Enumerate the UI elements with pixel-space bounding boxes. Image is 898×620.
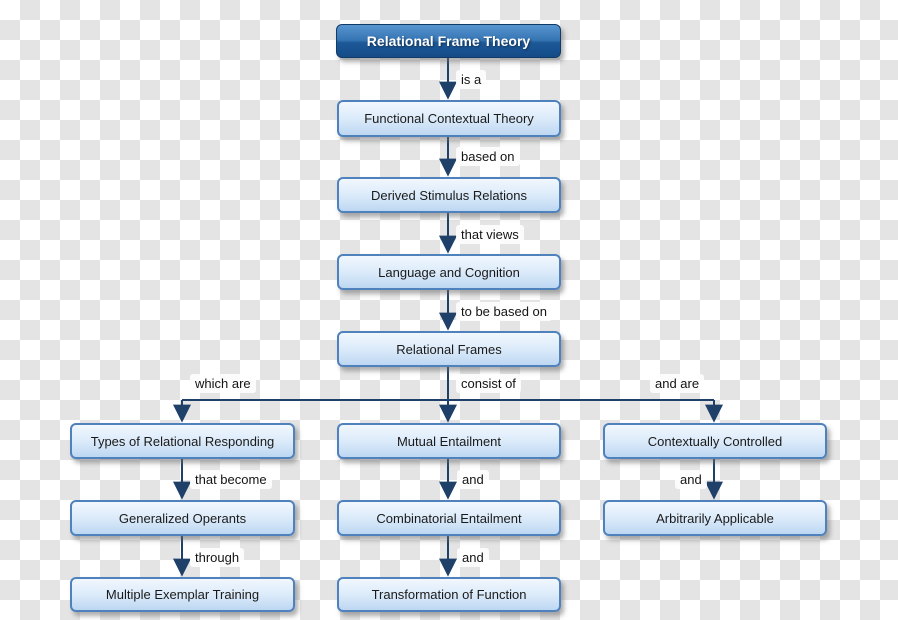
node-types-of-relational-responding: Types of Relational Responding xyxy=(70,423,295,459)
node-combinatorial-entailment: Combinatorial Entailment xyxy=(337,500,561,536)
node-relational-frame-theory: Relational Frame Theory xyxy=(336,24,561,58)
edge-label-which-are: which are xyxy=(190,374,256,393)
edge-label-and-middle-1: and xyxy=(457,470,489,489)
node-functional-contextual-theory: Functional Contextual Theory xyxy=(337,100,561,137)
edge-label-consist-of: consist of xyxy=(456,374,521,393)
edge-label-based-on: based on xyxy=(456,147,520,166)
edge-label-through: through xyxy=(190,548,245,567)
edge-label-and-middle-2: and xyxy=(457,548,489,567)
node-generalized-operants: Generalized Operants xyxy=(70,500,295,536)
edge-label-to-be-based-on: to be based on xyxy=(456,302,553,321)
edge-label-and-are: and are xyxy=(650,374,705,393)
edge-label-and-right: and xyxy=(675,470,707,489)
node-relational-frames: Relational Frames xyxy=(337,331,561,367)
node-multiple-exemplar-training: Multiple Exemplar Training xyxy=(70,577,295,612)
node-mutual-entailment: Mutual Entailment xyxy=(337,423,561,459)
node-arbitrarily-applicable: Arbitrarily Applicable xyxy=(603,500,827,536)
edge-label-is-a: is a xyxy=(456,70,487,89)
node-contextually-controlled: Contextually Controlled xyxy=(603,423,827,459)
node-transformation-of-function: Transformation of Function xyxy=(337,577,561,612)
edge-label-that-become: that become xyxy=(190,470,272,489)
edge-label-that-views: that views xyxy=(456,225,524,244)
node-derived-stimulus-relations: Derived Stimulus Relations xyxy=(337,177,561,213)
node-language-and-cognition: Language and Cognition xyxy=(337,254,561,290)
